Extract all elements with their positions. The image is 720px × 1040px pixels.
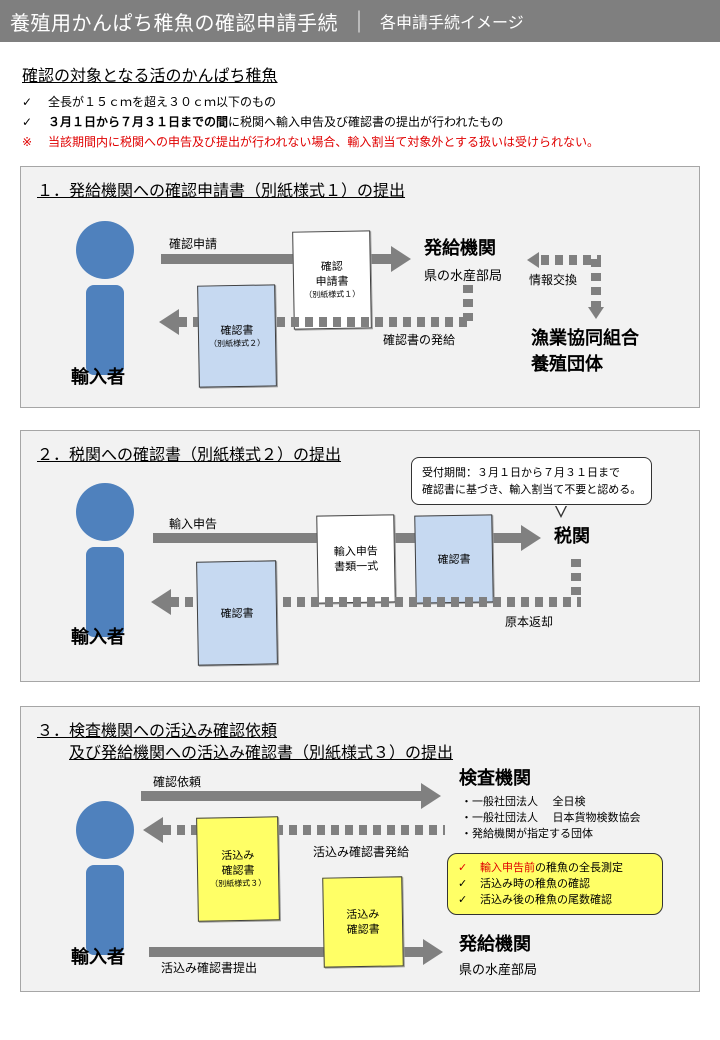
panel-3-title-1: ３．検査機関への活込み確認依頼 — [37, 721, 278, 740]
person-head-icon — [76, 801, 134, 859]
live-cert-doc-1: 活込み 確認書 （別紙様式３） — [196, 816, 280, 922]
page-subtitle: 各申請手続イメージ — [380, 13, 524, 32]
issuer-name: 発給機関 — [424, 238, 496, 259]
return-arrow-v — [571, 559, 581, 601]
info-exchange-arrow-v — [591, 259, 601, 309]
check-icon: ✓ — [458, 861, 468, 874]
title-separator: ｜ — [348, 11, 371, 36]
live-cert-doc-1-form: （別紙様式３） — [210, 878, 267, 889]
checklist-item-1: ✓ 輸入申告前の稚魚の全長測定 — [458, 860, 652, 876]
page-header: 養殖用かんぱち稚魚の確認申請手続 ｜ 各申請手続イメージ — [0, 0, 720, 42]
panel-1-title: １．発給機関への確認申請書（別紙様式１）の提出 — [37, 181, 406, 200]
intro-item-2: ✓ ３月１日から７月３１日までの間に税関へ輸入申告及び確認書の提出が行われたもの — [22, 112, 712, 132]
live-cert-doc-2-line-2: 確認書 — [346, 922, 380, 937]
issue-label: 確認書の発給 — [383, 333, 456, 347]
person-label: 輸入者 — [71, 367, 125, 388]
application-doc-form: （別紙様式１） — [304, 289, 361, 300]
info-exchange-arrow-h — [541, 255, 601, 265]
person-head-icon — [76, 221, 134, 279]
customs-name: 税関 — [554, 526, 590, 547]
intro-item-1-text: 全長が１５ｃｍを超え３０ｃｍ以下のもの — [48, 95, 277, 109]
certificate-doc-top-label: 確認書 — [437, 552, 471, 566]
check-icon: ✓ — [458, 893, 468, 906]
intro-item-1: ✓ 全長が１５ｃｍを超え３０ｃｍ以下のもの — [22, 92, 712, 112]
issue-label: 活込み確認書発給 — [313, 845, 410, 859]
declaration-doc-line-2: 書類一式 — [334, 559, 379, 574]
panel-2: ２．税関への確認書（別紙様式２）の提出 受付期間：３月１日から７月３１日まで 確… — [20, 430, 700, 682]
inspector-item-2: ・一般社団法人 日本貨物検数協会 — [461, 811, 641, 824]
person-body-icon — [86, 865, 124, 955]
submit-arrow — [149, 939, 443, 965]
org-2: 養殖団体 — [531, 354, 603, 375]
issue-arrow-v — [463, 285, 473, 321]
check-icon: ✓ — [22, 95, 33, 109]
declaration-doc-line-1: 輸入申告 — [333, 544, 378, 559]
certificate-doc-line-1: 確認書 — [220, 323, 254, 337]
live-cert-doc-1-line-2: 確認書 — [221, 863, 255, 878]
declaration-doc: 輸入申告 書類一式 — [316, 514, 396, 604]
issuer-sub: 県の水産部局 — [424, 269, 503, 284]
request-label: 確認依頼 — [153, 775, 202, 789]
arrow-top-label: 確認申請 — [169, 237, 218, 251]
org-1: 漁業協同組合 — [531, 328, 639, 349]
info-arrow-head-left — [527, 252, 539, 268]
inspector-item-1: ・一般社団法人 全日検 — [461, 795, 586, 808]
issue-arrow — [159, 309, 473, 335]
issue-arrow — [143, 817, 445, 843]
person-body-icon — [86, 547, 124, 637]
panel-3: ３．検査機関への活込み確認依頼 及び発給機関への活込み確認書（別紙様式３）の提出… — [20, 706, 700, 992]
intro-heading: 確認の対象となる活のかんぱち稚魚 — [22, 66, 278, 85]
certificate-doc-top: 確認書 — [414, 514, 494, 604]
return-arrow — [151, 589, 581, 615]
inspection-checklist: ✓ 輸入申告前の稚魚の全長測定 ✓ 活込み時の稚魚の確認 ✓ 活込み後の稚魚の尾数確認 — [447, 853, 663, 915]
panel-2-title: ２．税関への確認書（別紙様式２）の提出 — [37, 445, 342, 464]
checklist-item-3: ✓ 活込み後の稚魚の尾数確認 — [458, 892, 652, 908]
issuer-name: 発給機関 — [459, 934, 531, 955]
person-label: 輸入者 — [71, 947, 125, 968]
application-doc-line-1: 確認 — [320, 259, 343, 274]
check-icon: ✓ — [22, 115, 33, 129]
checklist-item-2: ✓ 活込み時の稚魚の確認 — [458, 876, 652, 892]
certificate-doc-bottom: 確認書 — [196, 560, 278, 666]
bubble-tail-inner — [556, 505, 566, 515]
panel-1: １．発給機関への確認申請書（別紙様式１）の提出 輸入者 確認申請 確認 申請書 … — [20, 166, 700, 408]
intro-section: 確認の対象となる活のかんぱち稚魚 ✓ 全長が１５ｃｍを超え３０ｃｍ以下のもの ✓ ３… — [22, 62, 712, 152]
issuer-sub: 県の水産部局 — [459, 963, 538, 978]
inspector-item-3: ・発給機関が指定する団体 — [461, 827, 593, 840]
live-cert-doc-1-line-1: 活込み — [221, 848, 255, 863]
request-arrow — [141, 783, 441, 809]
intro-item-2-bold: ３月１日から７月３１日までの間 — [48, 115, 229, 129]
inspector-name: 検査機関 — [459, 768, 531, 789]
live-cert-doc-2: 活込み 確認書 — [322, 876, 404, 968]
intro-note-text: 当該期間内に税関への申告及び提出が行われない場合、輸入割当て対象外とする扱いは受… — [48, 135, 600, 149]
certificate-doc-bottom-label: 確認書 — [220, 606, 254, 620]
certificate-doc-form: （別紙様式２） — [209, 338, 266, 348]
arrow-top-label: 輸入申告 — [169, 517, 218, 531]
certificate-doc: 確認書 （別紙様式２） — [197, 284, 277, 388]
checklist-item-3-text: 活込み後の稚魚の尾数確認 — [480, 893, 612, 906]
application-doc: 確認 申請書 （別紙様式１） — [292, 230, 372, 330]
bubble-line-1: 受付期間：３月１日から７月３１日まで — [422, 466, 620, 479]
checklist-item-1-red: 輸入申告前 — [480, 861, 535, 874]
intro-note: ※ 当該期間内に税関への申告及び提出が行われない場合、輸入割当て対象外とする扱いは… — [22, 132, 712, 152]
person-head-icon — [76, 483, 134, 541]
info-exchange-label: 情報交換 — [529, 273, 578, 287]
submit-label: 活込み確認書提出 — [161, 961, 258, 975]
note-mark: ※ — [22, 135, 33, 149]
checklist-item-1-text: の稚魚の全長測定 — [535, 861, 623, 874]
bubble-line-2: 確認書に基づき、輸入割当て不要と認める。 — [422, 483, 642, 496]
checklist-item-2-text: 活込み時の稚魚の確認 — [480, 877, 590, 890]
info-arrow-head-down — [588, 307, 604, 319]
person-body-icon — [86, 285, 124, 375]
application-doc-line-2: 申請書 — [315, 274, 349, 289]
person-label: 輸入者 — [71, 627, 125, 648]
live-cert-doc-2-line-1: 活込み — [346, 907, 380, 922]
page-title: 養殖用かんぱち稚魚の確認申請手続 — [10, 10, 338, 35]
check-icon: ✓ — [458, 877, 468, 890]
acceptance-bubble: 受付期間：３月１日から７月３１日まで 確認書に基づき、輸入割当て不要と認める。 — [411, 457, 653, 505]
return-label: 原本返却 — [505, 615, 554, 629]
panel-3-title-2: 及び発給機関への活込み確認書（別紙様式３）の提出 — [69, 743, 454, 762]
intro-item-2-text: に税関へ輸入申告及び確認書の提出が行われたもの — [228, 115, 504, 129]
apply-arrow — [161, 246, 411, 272]
